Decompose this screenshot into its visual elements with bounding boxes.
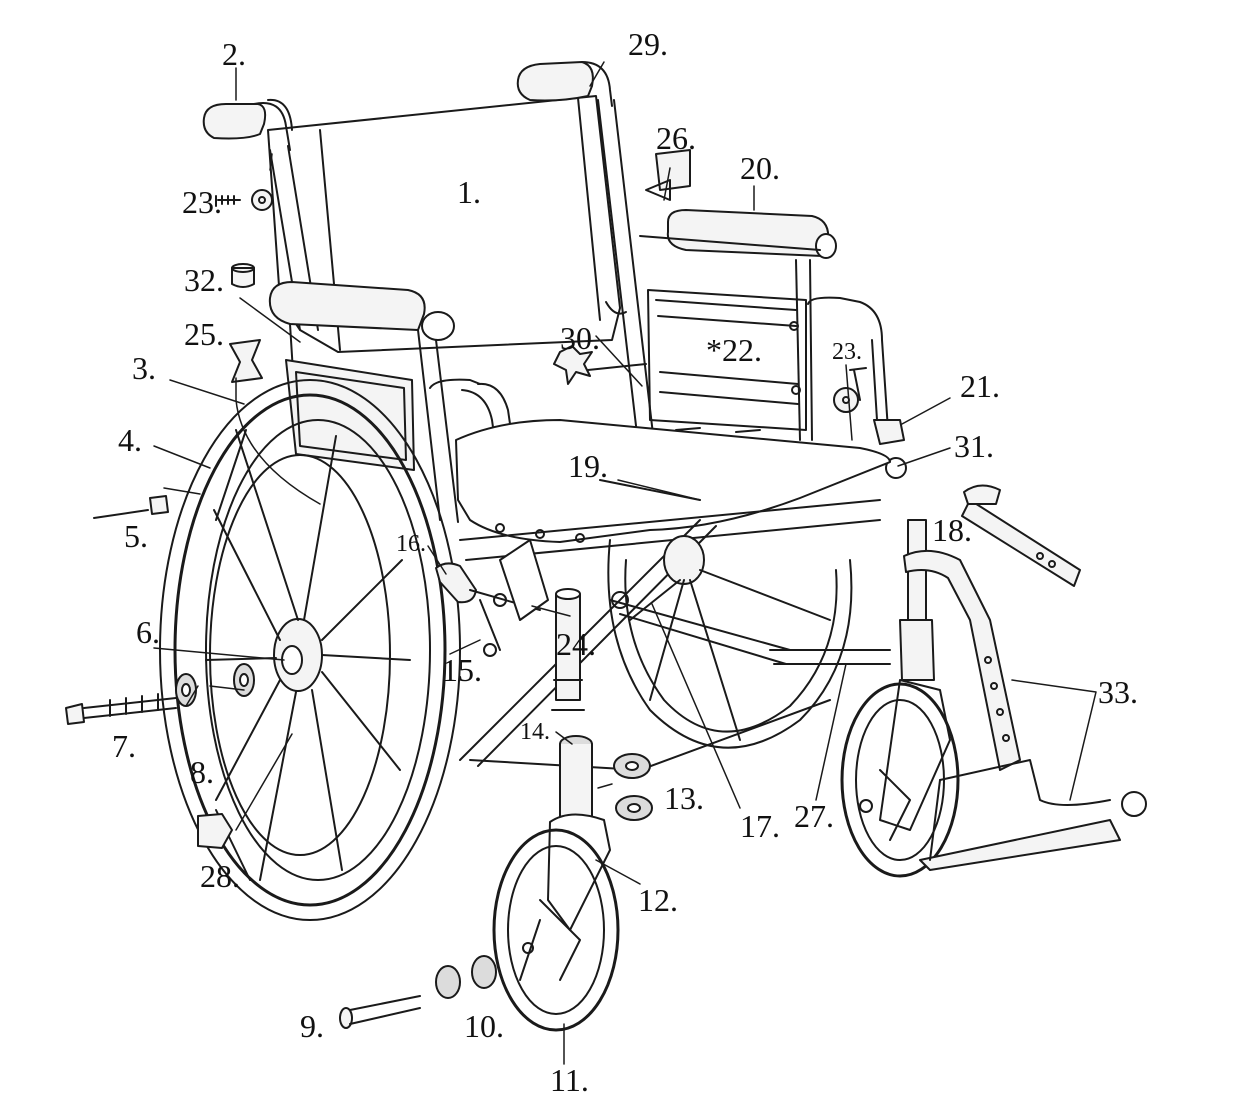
label-part-14: 14. (520, 719, 550, 745)
right-footrest (903, 549, 1147, 871)
label-part-21: 21. (960, 368, 1000, 404)
seat-upholstery (455, 419, 891, 543)
label-part-5: 5. (124, 518, 148, 554)
label-part-31: 31. (954, 428, 994, 464)
label-part-12: 12. (638, 882, 678, 918)
right-caster-fork (840, 519, 960, 878)
label-part-3: 3. (132, 350, 156, 386)
right-push-handle (516, 61, 613, 107)
label-part-22: *22. (706, 332, 762, 368)
right-armrest (639, 209, 907, 479)
left-caster-fork (492, 588, 620, 1032)
label-part-18: 18. (932, 512, 972, 548)
label-part-25: 25. (184, 316, 224, 352)
label-part-1: 1. (457, 174, 481, 210)
left-push-handle (202, 98, 293, 151)
label-part-23-right: 23. (832, 339, 862, 365)
label-part-23-left: 23. (182, 184, 222, 220)
label-part-27: 27. (794, 798, 834, 834)
label-part-13: 13. (664, 780, 704, 816)
label-part-24: 24. (556, 626, 596, 662)
label-part-11: 11. (550, 1062, 589, 1098)
label-part-4: 4. (118, 422, 142, 458)
label-part-16: 16. (396, 531, 426, 557)
label-part-19: 19. (568, 448, 608, 484)
label-part-28: 28. (200, 858, 240, 894)
label-part-17: 17. (740, 808, 780, 844)
leader-lines (153, 61, 1097, 1065)
label-part-7: 7. (112, 728, 136, 764)
far-rear-wheel (607, 535, 853, 749)
label-part-9: 9. (300, 1008, 324, 1044)
label-part-29: 29. (628, 26, 668, 62)
label-part-26: 26. (656, 120, 696, 156)
label-part-20: 20. (740, 150, 780, 186)
label-part-6: 6. (136, 614, 160, 650)
label-part-15: 15. (442, 652, 482, 688)
label-part-10: 10. (464, 1008, 504, 1044)
label-part-33: 33. (1098, 674, 1138, 710)
label-part-2: 2. (222, 36, 246, 72)
label-part-30: 30. (560, 320, 600, 356)
label-part-32: 32. (184, 262, 224, 298)
label-part-8: 8. (190, 754, 214, 790)
left-armrest (268, 281, 525, 523)
right-back-post (597, 99, 641, 461)
